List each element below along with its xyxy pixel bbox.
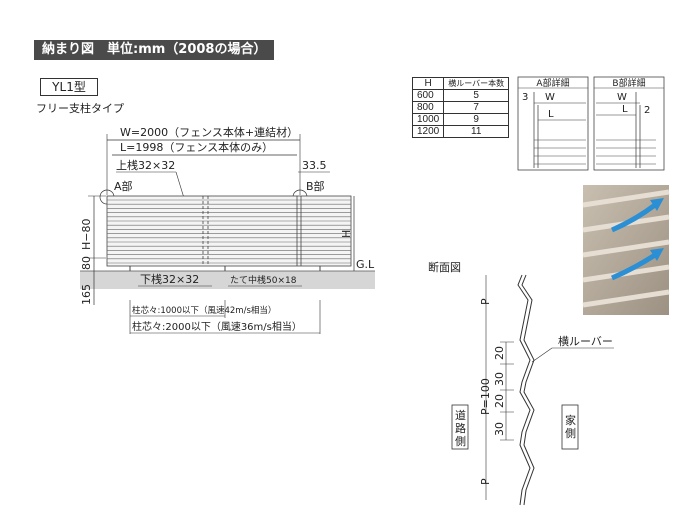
section-dim: 20 [493,346,506,360]
height-label: H [340,230,353,238]
ground-area [80,271,375,289]
part-a-label: A部 [114,179,133,193]
louver-label: 横ルーバー [558,334,613,348]
louver-profile [517,274,535,506]
subtitle: フリー支柱タイプ [36,102,124,115]
detail-a: A部詳細 3 W L [517,76,589,171]
table-cell: 11 [443,125,510,138]
table-row: 600 5 [411,89,510,102]
detail-b: B部詳細 W L 2 [593,76,665,171]
detail-b-title: B部詳細 [612,77,645,89]
detail-b-w: W [617,92,627,103]
leader-line [175,171,185,199]
house-side-box [561,404,579,450]
section-dim: 20 [493,394,506,408]
ground-label: G.L [356,258,375,271]
table-row: 800 7 [411,101,510,114]
fence-panel [106,195,352,267]
bottom-rail-label: 下桟32×32 [140,272,199,286]
post-pitch-2-label: 柱芯々:2000以下（風速36m/s相当） [132,320,302,333]
section-p-top: P [479,298,492,305]
louver-photo [582,185,670,315]
table-header-row: H 横ルーバー本数 [411,77,510,90]
section-pitch: P=100 [479,378,492,415]
detail-a-l: L [548,109,554,120]
airflow-arrow-icon [650,248,664,261]
louver-profile-line [521,274,535,506]
front-view: W=2000（フェンス本体+連結材） L=1998（フェンス本体のみ） 上桟32… [80,125,375,334]
part-b-label: B部 [306,179,325,193]
top-rail-label: 上桟32×32 [116,158,175,172]
detail-a-title: A部詳細 [536,77,569,89]
table-row: 1200 11 [411,125,510,138]
house-side-label: 家側 [565,413,576,440]
length-label: L=1998（フェンス本体のみ） [120,140,273,154]
height-minus-label: H−80 [80,219,93,251]
table-cell: 1200 [411,125,445,138]
louver-profile-line [517,274,531,506]
detail-b-l: L [622,104,628,115]
dim-80-label: 80 [80,256,93,270]
section-p-bottom: P [479,478,492,485]
post-pitch-1-label: 柱芯々:1000以下（風速42m/s相当） [132,305,276,316]
airflow-arrow-icon [650,198,664,211]
section-dim: 30 [493,422,506,436]
dim-165-label: 165 [80,284,93,305]
section-dim: 30 [493,372,506,386]
section-title: 断面図 [428,260,461,274]
detail-a-w: W [545,92,555,103]
road-side-label: 道路側 [455,408,466,448]
airflow-arrow-icon [611,202,657,233]
width-label: W=2000（フェンス本体+連結材） [120,125,298,139]
louver-count-table: H 横ルーバー本数 600 5 800 7 1000 9 1200 11 [411,77,510,138]
offset-label: 33.5 [302,159,327,172]
mid-post-label: たて中桟50×18 [230,274,297,286]
detail-b-dim-2: 2 [644,105,650,116]
airflow-arrow-icon [611,252,657,281]
leader-line [531,347,553,363]
page-title: 納まり図 単位:mm（2008の場合） [34,40,275,60]
detail-a-dim-3: 3 [522,92,528,103]
type-label: YL1型 [40,78,98,96]
road-side-box [451,404,469,450]
section-view: 断面図 P P P=100 20 30 20 30 横ルーバー 道路側 家側 [428,260,614,506]
